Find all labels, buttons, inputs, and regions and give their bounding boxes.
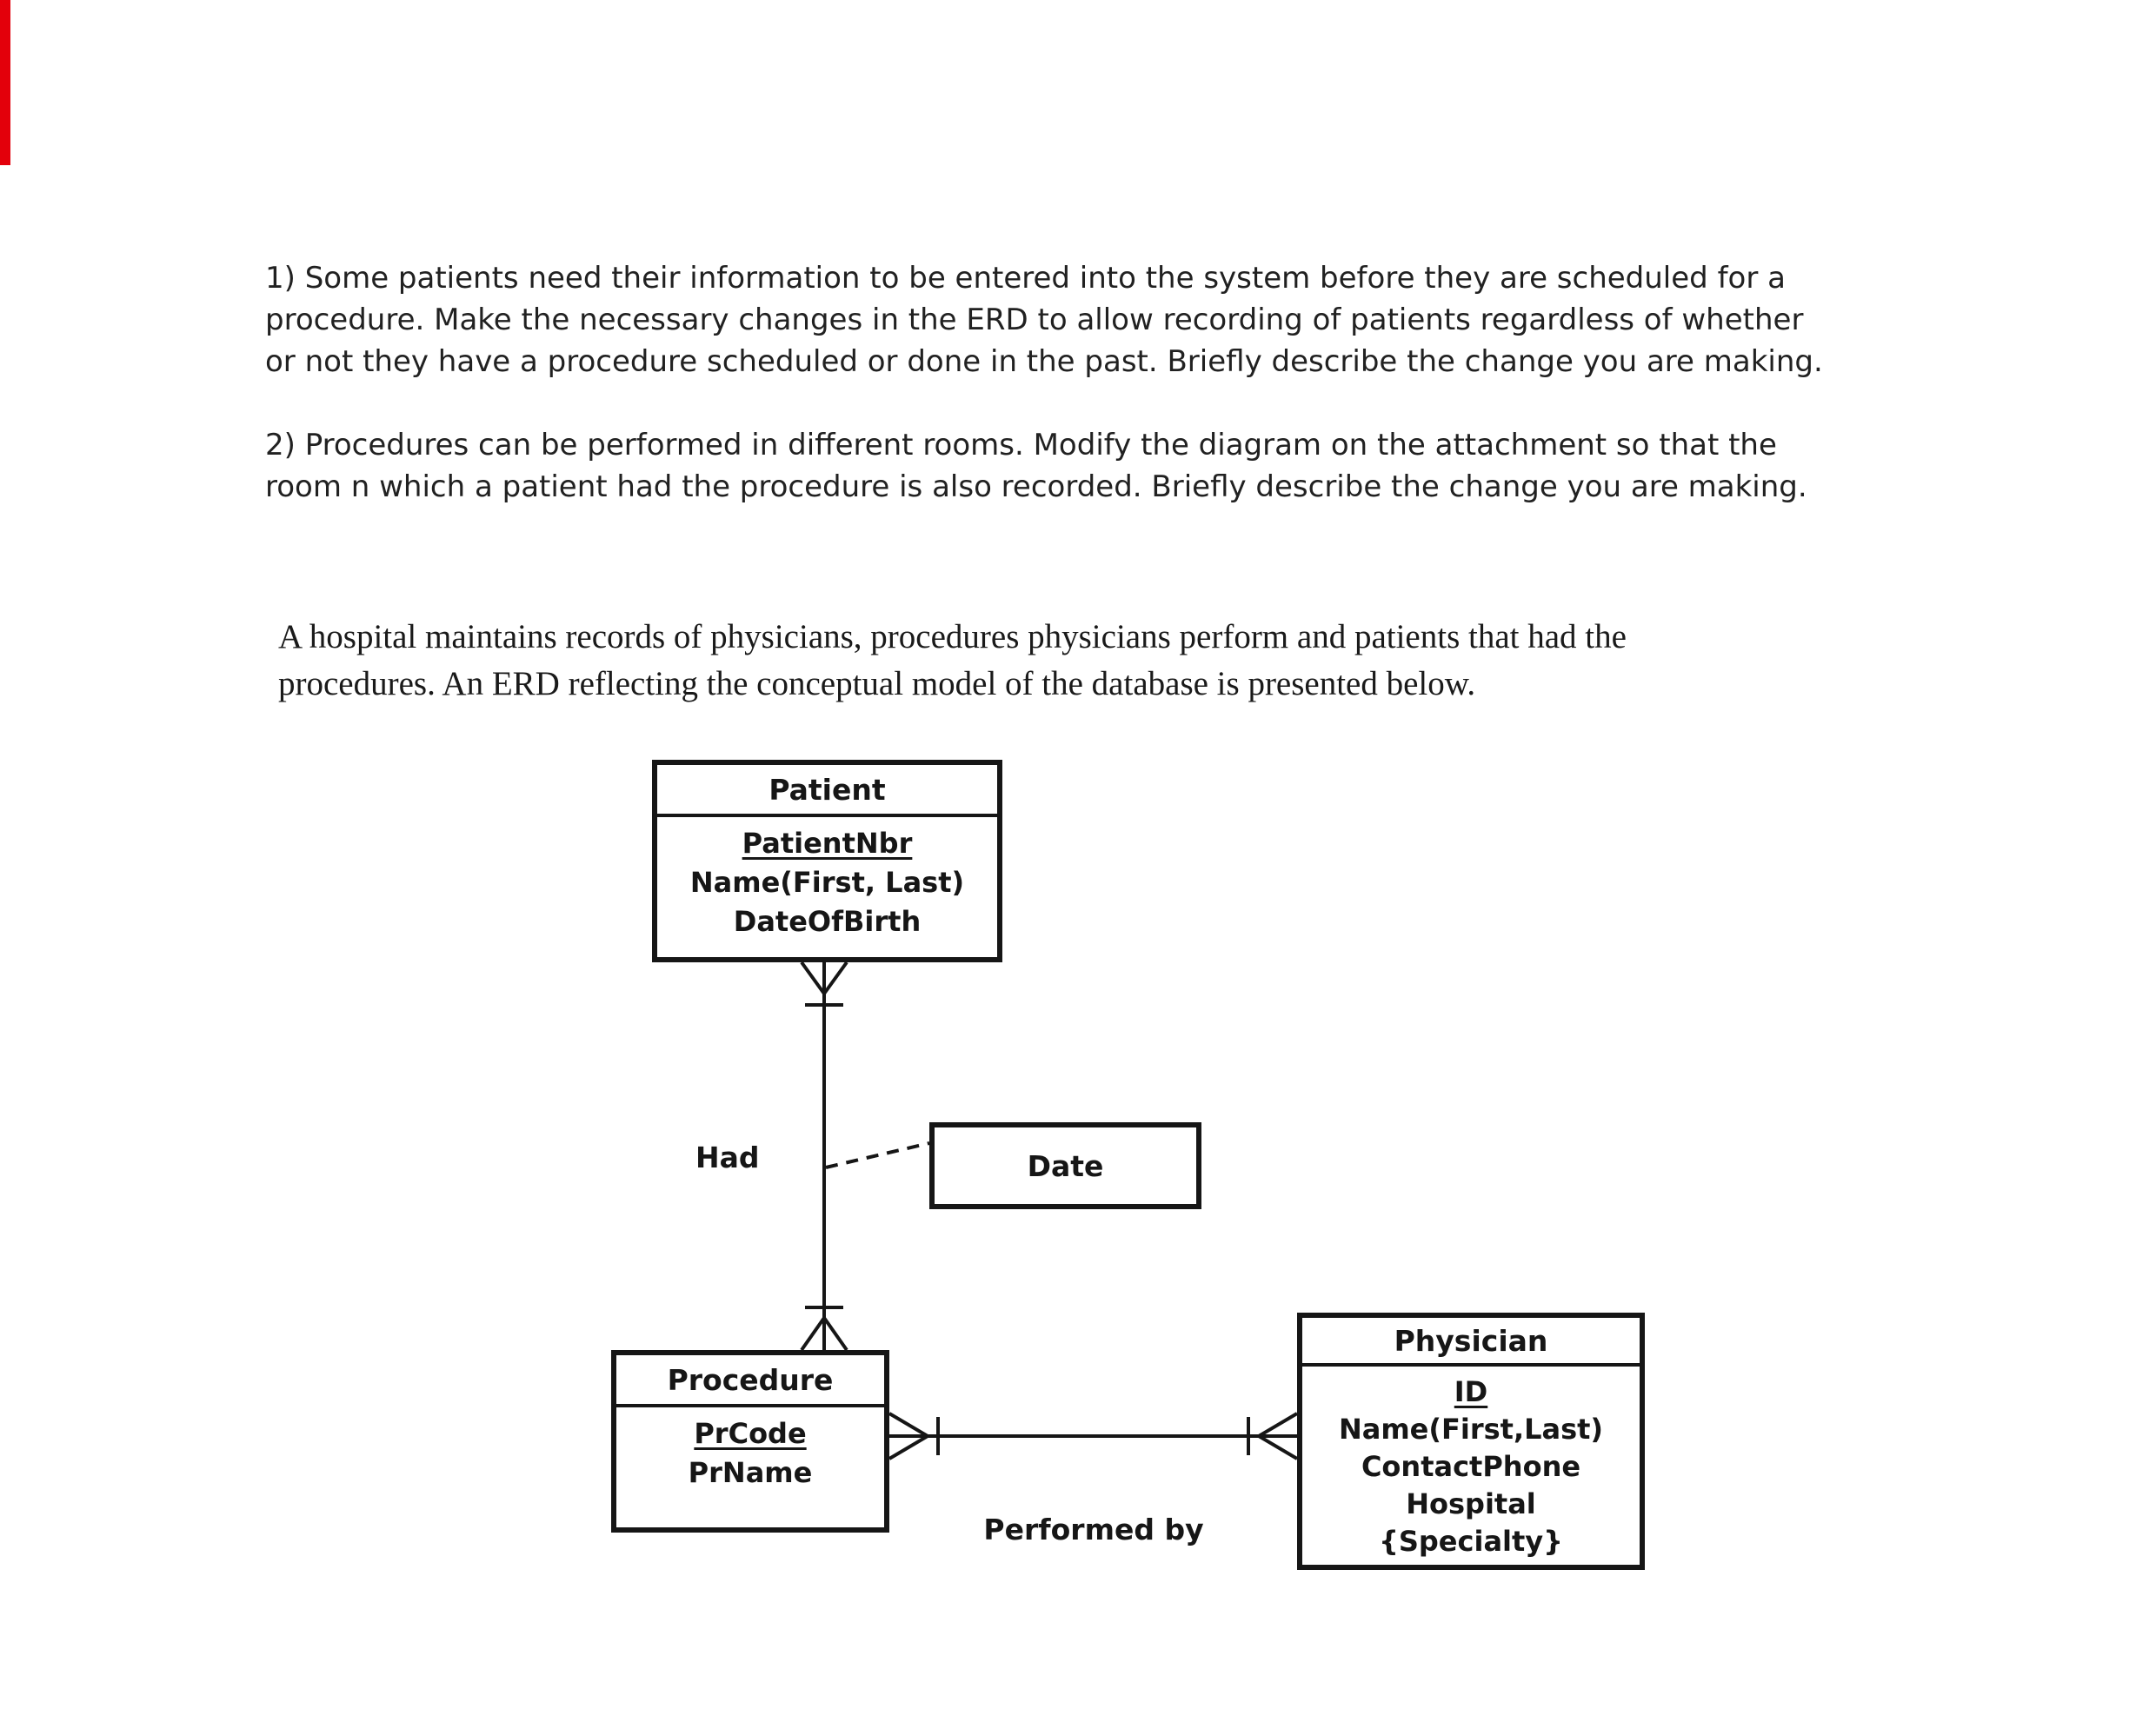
entity-procedure: Procedure PrCode PrName xyxy=(611,1350,889,1533)
question-2-line: 2) Procedures can be performed in differ… xyxy=(265,428,1777,462)
relationship-label-performed-by: Performed by xyxy=(983,1513,1204,1546)
question-1: 1) Some patients need their information … xyxy=(265,257,1823,382)
entity-procedure-title: Procedure xyxy=(616,1355,884,1407)
question-1-line: or not they have a procedure scheduled o… xyxy=(265,344,1823,379)
procedure-right-crow-foot-icon xyxy=(888,1412,929,1460)
attribute-patient-name: Name(First, Last) xyxy=(689,866,965,899)
physician-crow-foot-icon xyxy=(1257,1412,1299,1460)
intro-line: A hospital maintains records of physicia… xyxy=(278,618,1627,655)
relationship-label-had: Had xyxy=(695,1141,760,1174)
attribute-hospital: Hospital xyxy=(1406,1487,1536,1520)
attribute-patientnbr: PatientNbr xyxy=(742,827,913,860)
question-1-line: 1) Some patients need their information … xyxy=(265,261,1786,296)
question-1-line: procedure. Make the necessary changes in… xyxy=(265,303,1804,337)
attribute-contactphone: ContactPhone xyxy=(1361,1450,1581,1483)
entity-patient: Patient PatientNbr Name(First, Last) Dat… xyxy=(652,760,1002,962)
date-dashed-connector xyxy=(825,1141,930,1169)
entity-physician-title: Physician xyxy=(1302,1318,1640,1367)
attribute-prname: PrName xyxy=(688,1456,813,1489)
intro-line: procedures. An ERD reflecting the concep… xyxy=(278,665,1476,702)
attribute-physician-name: Name(First,Last) xyxy=(1338,1413,1604,1446)
attribute-prcode: PrCode xyxy=(694,1417,807,1450)
question-2-line: room n which a patient had the procedure… xyxy=(265,469,1807,504)
attribute-date-label: Date xyxy=(1027,1148,1104,1183)
procedure-crow-foot-icon xyxy=(800,1316,848,1352)
question-2: 2) Procedures can be performed in differ… xyxy=(265,424,1807,508)
attribute-dateofbirth: DateOfBirth xyxy=(733,905,922,938)
intro-paragraph: A hospital maintains records of physicia… xyxy=(278,614,1627,708)
relationship-attribute-date-box: Date xyxy=(929,1122,1201,1209)
entity-physician: Physician ID Name(First,Last) ContactPho… xyxy=(1297,1313,1645,1570)
scan-artifact-red-bar xyxy=(0,0,10,165)
entity-patient-title: Patient xyxy=(657,765,997,817)
patient-crow-foot-icon xyxy=(800,961,848,995)
attribute-specialty: {Specialty} xyxy=(1379,1525,1563,1558)
attribute-physician-id: ID xyxy=(1454,1375,1488,1408)
